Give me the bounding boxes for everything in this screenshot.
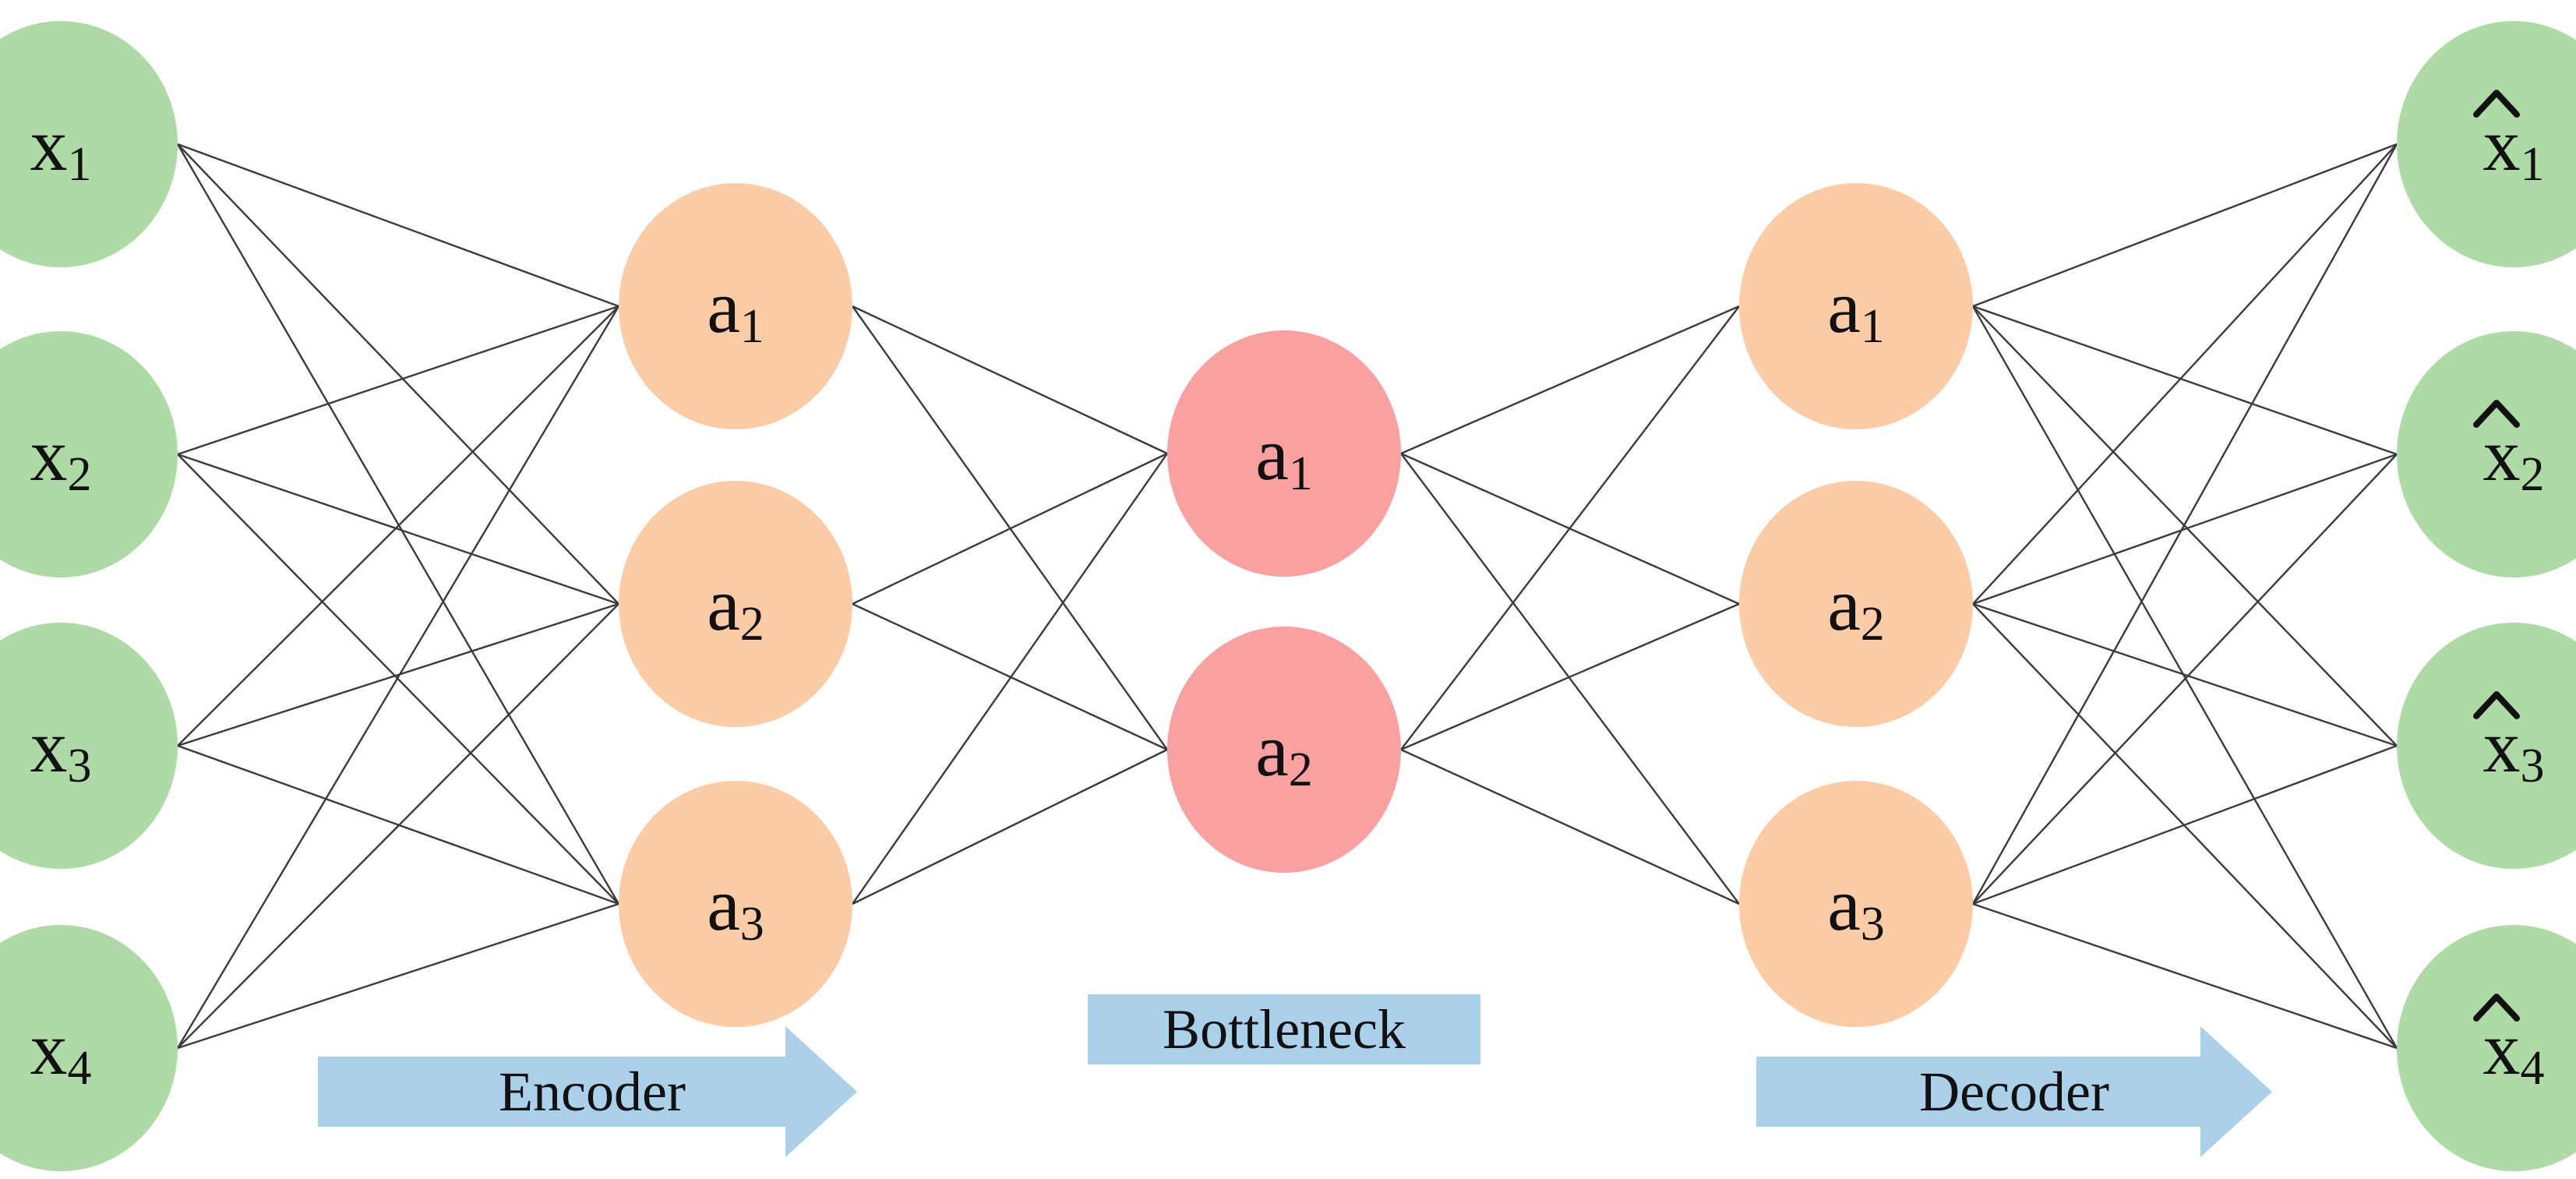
node-input-3[interactable]: x3 xyxy=(0,623,178,869)
hat-accent-output-3 xyxy=(2473,691,2520,719)
node-circle-encoder-hidden-3 xyxy=(619,781,852,1027)
edge-input-4-to-encoder-hidden-2 xyxy=(177,603,619,1049)
node-label-input-4: x4 xyxy=(30,1007,92,1096)
node-encoder-hidden-3[interactable]: a3 xyxy=(619,781,852,1027)
connection-edges xyxy=(176,143,2398,1050)
node-input-2[interactable]: x2 xyxy=(0,331,178,577)
node-bottleneck-1[interactable]: a1 xyxy=(1167,330,1401,577)
edge-decoder-hidden-2-to-output-3 xyxy=(1972,602,2398,747)
node-circle-encoder-hidden-1 xyxy=(619,183,852,429)
edge-decoder-hidden-1-to-output-2 xyxy=(1972,305,2398,456)
node-circle-input-4 xyxy=(0,925,178,1171)
edge-decoder-hidden-1-to-output-1 xyxy=(1972,143,2398,308)
node-encoder-hidden-2[interactable]: a2 xyxy=(619,481,852,727)
node-label-output-2: x2 xyxy=(2483,413,2545,502)
hat-accent-output-1 xyxy=(2473,90,2520,118)
encoder-band-label: Encoder xyxy=(499,1061,686,1123)
node-label-output-1: x1 xyxy=(2483,103,2545,192)
node-label-decoder-hidden-3: a3 xyxy=(1827,863,1885,951)
decoder-band-label: Decoder xyxy=(1919,1061,2109,1123)
hat-accent-output-4 xyxy=(2473,994,2520,1022)
node-encoder-hidden-1[interactable]: a1 xyxy=(619,183,852,429)
node-decoder-hidden-2[interactable]: a2 xyxy=(1739,481,1973,727)
node-decoder-hidden-1[interactable]: a1 xyxy=(1739,183,1973,429)
hat-accent-output-2 xyxy=(2473,400,2520,428)
node-output-2[interactable]: x2 xyxy=(2397,331,2576,577)
node-circle-output-2 xyxy=(2397,331,2576,577)
node-output-3[interactable]: x3 xyxy=(2397,623,2576,869)
edge-input-2-to-encoder-hidden-1 xyxy=(177,305,619,456)
node-label-bottleneck-1: a1 xyxy=(1255,412,1313,501)
bottleneck-band-band-label: Bottleneck xyxy=(1163,998,1406,1061)
node-circle-output-3 xyxy=(2397,623,2576,869)
edge-input-3-to-encoder-hidden-2 xyxy=(177,602,619,747)
edge-encoder-hidden-2-to-bottleneck-1 xyxy=(852,452,1168,605)
node-label-input-3: x3 xyxy=(30,704,92,793)
node-circle-encoder-hidden-2 xyxy=(619,481,852,727)
node-circle-decoder-hidden-2 xyxy=(1739,481,1973,727)
edge-input-1-to-encoder-hidden-1 xyxy=(177,143,619,308)
edge-encoder-hidden-1-to-bottleneck-1 xyxy=(852,305,1168,455)
node-label-bottleneck-2: a2 xyxy=(1255,708,1313,797)
edge-decoder-hidden-2-to-output-2 xyxy=(1972,453,2398,605)
node-label-decoder-hidden-2: a2 xyxy=(1827,563,1885,651)
edge-bottleneck-1-to-decoder-hidden-3 xyxy=(1400,453,1740,905)
edge-bottleneck-2-to-decoder-hidden-3 xyxy=(1400,748,1740,905)
node-label-encoder-hidden-1: a1 xyxy=(707,265,764,354)
node-decoder-hidden-3[interactable]: a3 xyxy=(1739,781,1973,1027)
bottleneck-band-band-shape xyxy=(1088,994,1480,1064)
encoder-band-shape xyxy=(318,1026,857,1157)
node-input-1[interactable]: x1 xyxy=(0,21,178,267)
edge-decoder-hidden-3-to-output-4 xyxy=(1972,902,2398,1050)
node-circle-input-3 xyxy=(0,623,178,869)
network-nodes: x1 x2 x3 x4 a1 a2 a3 a1 a2 a1 a2 a3 x1 x2 x3 x4 xyxy=(0,21,2576,1171)
edge-encoder-hidden-2-to-bottleneck-2 xyxy=(852,602,1168,751)
node-label-encoder-hidden-3: a3 xyxy=(707,863,764,951)
node-label-input-2: x2 xyxy=(30,413,92,502)
node-circle-decoder-hidden-3 xyxy=(1739,781,1973,1027)
edge-input-4-to-encoder-hidden-1 xyxy=(176,305,620,1049)
node-output-4[interactable]: x4 xyxy=(2397,925,2576,1171)
edge-bottleneck-2-to-decoder-hidden-2 xyxy=(1400,602,1740,751)
node-circle-output-4 xyxy=(2397,925,2576,1171)
edge-encoder-hidden-3-to-bottleneck-2 xyxy=(852,748,1168,905)
edge-input-4-to-encoder-hidden-3 xyxy=(177,902,619,1050)
edge-input-3-to-encoder-hidden-1 xyxy=(177,305,619,747)
decoder-band-shape xyxy=(1756,1026,2272,1157)
node-output-1[interactable]: x1 xyxy=(2397,21,2576,267)
edge-decoder-hidden-1-to-output-3 xyxy=(1972,305,2398,747)
node-label-output-4: x4 xyxy=(2483,1007,2545,1096)
edge-decoder-hidden-2-to-output-1 xyxy=(1972,143,2398,605)
node-circle-decoder-hidden-1 xyxy=(1739,183,1973,429)
node-label-input-1: x1 xyxy=(30,103,92,192)
node-label-encoder-hidden-2: a2 xyxy=(707,563,764,651)
edge-bottleneck-2-to-decoder-hidden-1 xyxy=(1400,305,1740,750)
edge-input-1-to-encoder-hidden-2 xyxy=(177,143,619,605)
node-label-decoder-hidden-1: a1 xyxy=(1827,265,1885,354)
node-bottleneck-2[interactable]: a2 xyxy=(1167,627,1401,873)
node-circle-input-1 xyxy=(0,21,178,267)
edge-decoder-hidden-2-to-output-4 xyxy=(1972,603,2398,1049)
edge-input-2-to-encoder-hidden-3 xyxy=(177,454,619,905)
edge-decoder-hidden-3-to-output-2 xyxy=(1972,454,2398,905)
edge-decoder-hidden-1-to-output-4 xyxy=(1971,305,2398,1049)
node-circle-bottleneck-2 xyxy=(1167,627,1401,873)
node-circle-input-2 xyxy=(0,331,178,577)
node-label-output-3: x3 xyxy=(2483,704,2545,793)
edge-input-2-to-encoder-hidden-2 xyxy=(177,453,619,605)
edge-decoder-hidden-3-to-output-1 xyxy=(1971,143,2398,905)
node-circle-output-1 xyxy=(2397,21,2576,267)
node-input-4[interactable]: x4 xyxy=(0,925,178,1171)
edge-encoder-hidden-3-to-bottleneck-1 xyxy=(852,453,1168,905)
node-circle-bottleneck-1 xyxy=(1167,330,1401,577)
edge-input-1-to-encoder-hidden-3 xyxy=(176,143,620,905)
edge-decoder-hidden-3-to-output-3 xyxy=(1972,744,2398,905)
edge-bottleneck-1-to-decoder-hidden-1 xyxy=(1400,305,1740,455)
